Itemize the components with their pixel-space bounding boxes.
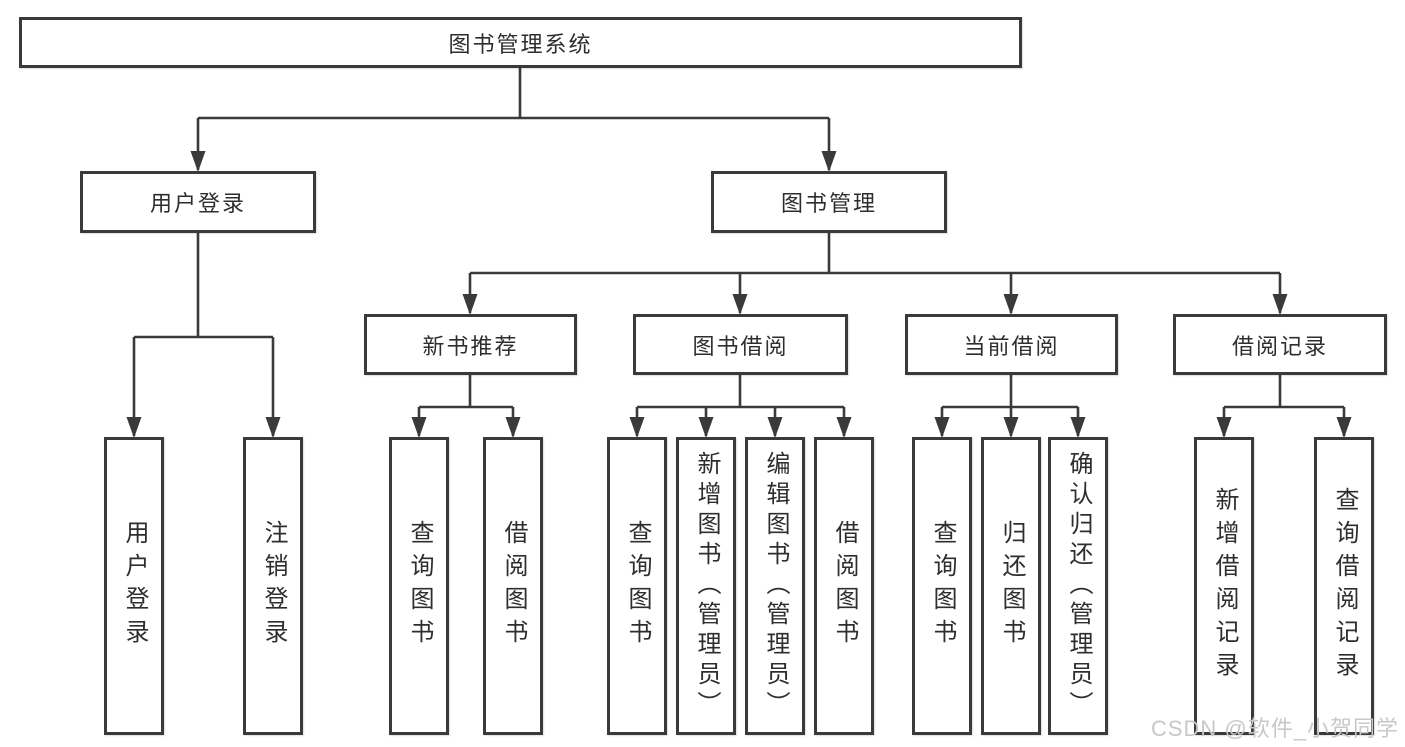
leaf-label: 查询借阅记录: [1331, 487, 1358, 685]
node-user-login: 用户登录: [80, 171, 316, 233]
leaf-user-login: 用户登录: [104, 437, 164, 735]
leaf-label: 新增借阅记录: [1211, 487, 1238, 685]
node-label: 图书管理: [780, 191, 877, 216]
leaf-add-book-admin: 新增图书（管理员）: [676, 437, 736, 735]
leaf-label: 查询图书: [929, 520, 956, 652]
node-label: 图书借阅: [692, 333, 789, 359]
node-new-book-recommend: 新书推荐: [364, 314, 577, 375]
node-label: 借阅记录: [1231, 333, 1328, 359]
leaf-label: 用户登录: [121, 520, 148, 652]
node-borrowing-records: 借阅记录: [1173, 314, 1387, 375]
node-label: 用户登录: [149, 191, 246, 216]
leaf-label: 查询图书: [624, 520, 651, 652]
leaf-label: 编辑图书（管理员）: [762, 451, 789, 721]
node-library-management-system: 图书管理系统: [19, 17, 1022, 68]
leaf-label: 归还图书: [998, 520, 1025, 652]
leaf-query-books-current: 查询图书: [912, 437, 972, 735]
leaf-edit-book-admin: 编辑图书（管理员）: [745, 437, 805, 735]
node-label: 新书推荐: [422, 333, 519, 359]
leaf-confirm-return-admin: 确认归还（管理员）: [1048, 437, 1108, 735]
leaf-borrow-books: 借阅图书: [814, 437, 874, 735]
leaf-query-books-recommend: 查询图书: [389, 437, 449, 735]
node-book-management: 图书管理: [711, 171, 947, 233]
leaf-add-borrow-record: 新增借阅记录: [1194, 437, 1254, 735]
node-label: 图书管理系统: [448, 31, 593, 57]
leaf-label: 确认归还（管理员）: [1065, 451, 1092, 721]
leaf-query-borrow-record: 查询借阅记录: [1314, 437, 1374, 735]
csdn-watermark: CSDN @软件_小贺同学: [1150, 716, 1399, 741]
leaf-label: 借阅图书: [831, 520, 858, 652]
leaf-query-books-borrow: 查询图书: [607, 437, 667, 735]
node-label: 当前借阅: [963, 333, 1060, 359]
leaf-borrow-books-recommend: 借阅图书: [483, 437, 543, 735]
leaf-label: 新增图书（管理员）: [693, 451, 720, 721]
leaf-return-book: 归还图书: [981, 437, 1041, 735]
leaf-label: 借阅图书: [500, 520, 527, 652]
node-book-borrowing: 图书借阅: [633, 314, 848, 375]
leaf-label: 注销登录: [260, 520, 287, 652]
node-current-borrowing: 当前借阅: [905, 314, 1118, 375]
leaf-logout: 注销登录: [243, 437, 303, 735]
leaf-label: 查询图书: [406, 520, 433, 652]
